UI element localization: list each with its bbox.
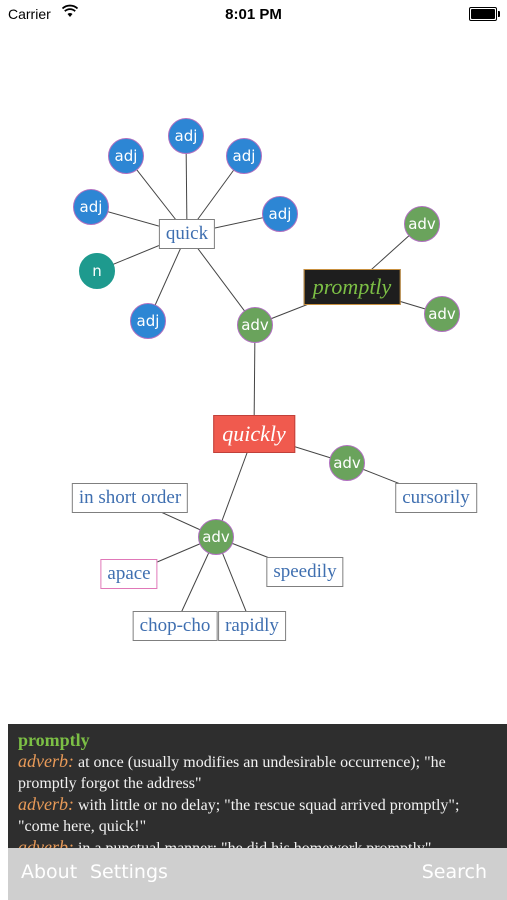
word-node-inshort[interactable]: in short order: [71, 483, 189, 513]
wifi-icon: [62, 4, 78, 17]
definition-panel: promptly adverb: at once (usually modifi…: [8, 724, 507, 848]
bottom-toolbar: About Settings Search: [8, 848, 507, 900]
pos-node-adj3[interactable]: adj: [226, 138, 262, 174]
status-bar: Carrier 8:01 PM: [0, 0, 507, 30]
sense-text: with little or no delay; "the rescue squ…: [18, 797, 460, 835]
pos-node-adj1[interactable]: adj: [168, 118, 204, 154]
pos-node-adj4[interactable]: adj: [73, 189, 109, 225]
word-node-speedily[interactable]: speedily: [266, 557, 344, 587]
search-button[interactable]: Search: [421, 861, 487, 883]
battery-icon: [469, 7, 500, 21]
pos-node-n1[interactable]: n: [79, 253, 115, 289]
word-node-quickly[interactable]: quickly: [213, 415, 295, 453]
pos-node-adv1[interactable]: adv: [237, 307, 273, 343]
definition-sense: adverb: with little or no delay; "the re…: [18, 794, 499, 837]
definition-word: promptly: [18, 730, 90, 750]
carrier-label: Carrier: [8, 6, 51, 22]
word-node-apace[interactable]: apace: [100, 559, 158, 589]
sense-text: in a punctual manner; "he did his homewo…: [74, 840, 431, 848]
word-node-rapidly[interactable]: rapidly: [218, 611, 286, 641]
word-node-promptly[interactable]: promptly: [303, 269, 401, 305]
definition-senses: adverb: at once (usually modifies an und…: [18, 751, 499, 848]
clock: 8:01 PM: [225, 6, 282, 23]
pos-node-adj6[interactable]: adj: [130, 303, 166, 339]
word-node-cursorily[interactable]: cursorily: [395, 483, 477, 513]
sense-text: at once (usually modifies an undesirable…: [18, 754, 446, 792]
part-of-speech: adverb:: [18, 794, 74, 814]
word-node-chopcho[interactable]: chop-cho: [132, 611, 218, 641]
about-button[interactable]: About: [21, 861, 78, 883]
definition-sense: adverb: at once (usually modifies an und…: [18, 751, 499, 794]
pos-node-adj2[interactable]: adj: [108, 138, 144, 174]
pos-node-adv2[interactable]: adv: [404, 206, 440, 242]
pos-node-adv4[interactable]: adv: [329, 445, 365, 481]
word-node-quick[interactable]: quick: [158, 219, 216, 249]
pos-node-adj5[interactable]: adj: [262, 196, 298, 232]
definition-sense: adverb: in a punctual manner; "he did hi…: [18, 837, 499, 848]
part-of-speech: adverb:: [18, 837, 74, 848]
part-of-speech: adverb:: [18, 751, 74, 771]
pos-node-adv5[interactable]: adv: [198, 519, 234, 555]
pos-node-adv3[interactable]: adv: [424, 296, 460, 332]
settings-button[interactable]: Settings: [90, 861, 168, 883]
